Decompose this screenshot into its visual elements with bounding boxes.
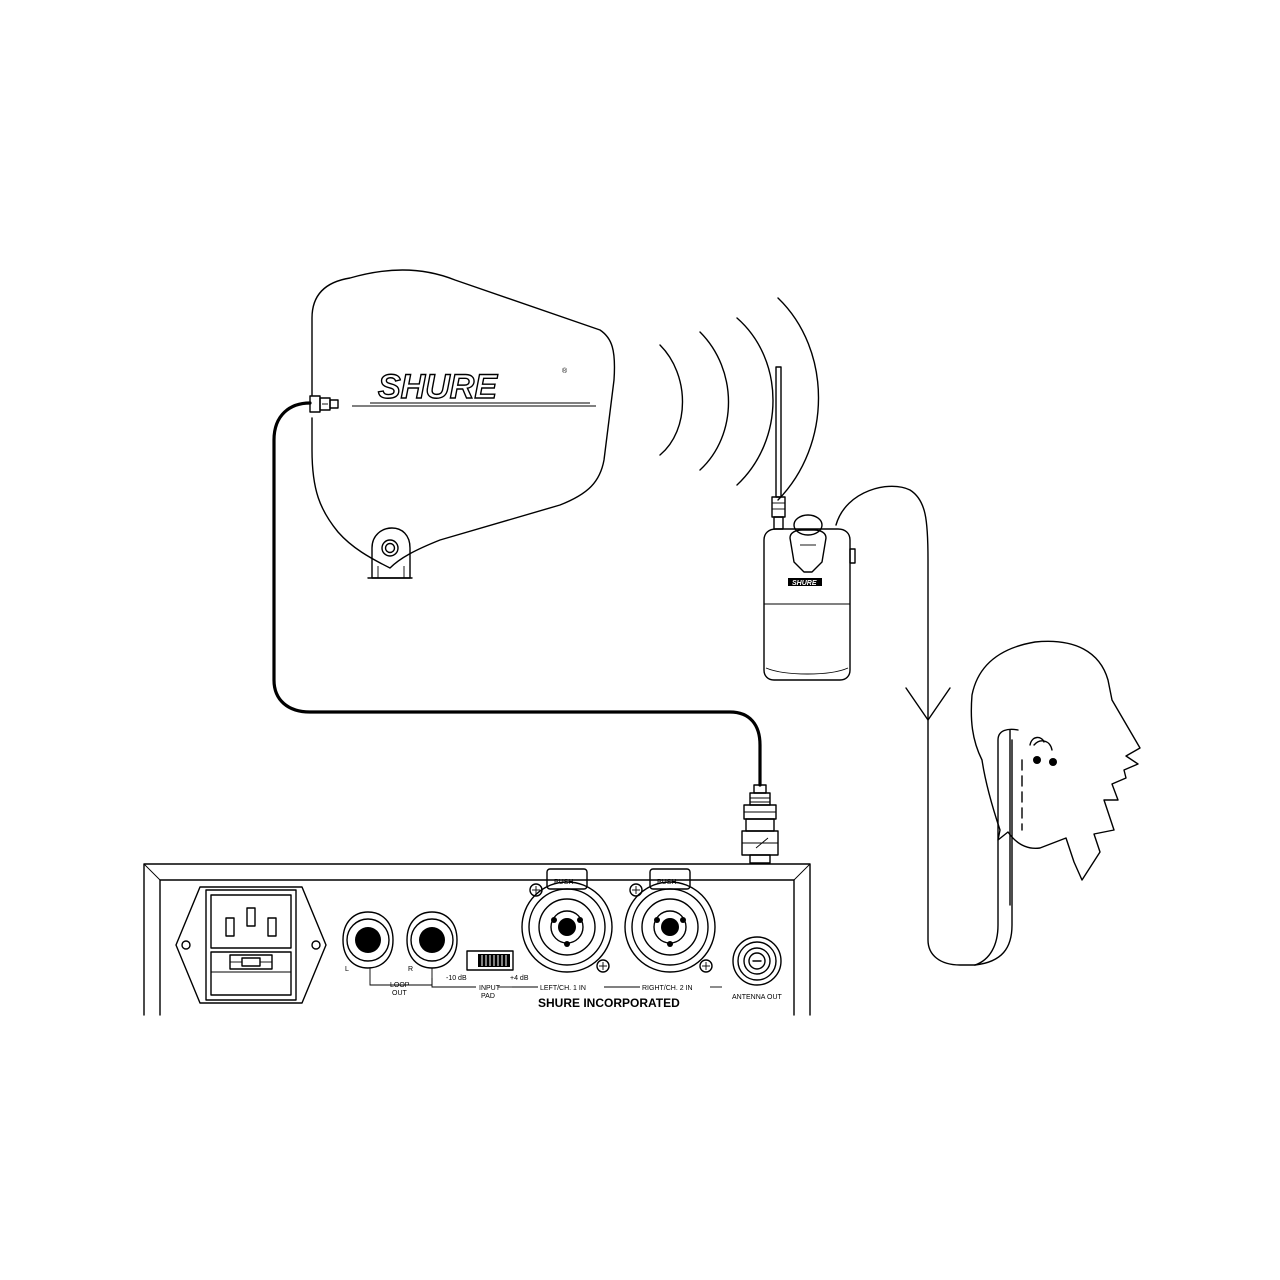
antenna-bnc-connector-icon — [309, 395, 339, 413]
earphone-cable — [835, 485, 1019, 966]
antenna-cable — [272, 401, 779, 864]
earphone-right-icon — [1049, 758, 1057, 766]
input-pad-label-1: INPUT — [479, 985, 501, 992]
registered-mark: ® — [562, 367, 568, 375]
pad-plus-label: +4 dB — [510, 975, 529, 982]
antenna-out-label: ANTENNA OUT — [732, 994, 783, 1001]
antenna-logo: SHURE — [378, 368, 498, 406]
antenna-body — [311, 269, 616, 569]
input-pad-label-2: PAD — [481, 993, 495, 1000]
bodypack-antenna — [775, 366, 782, 498]
transmitter-rear-panel: L R LOOP OUT -10 dB +4 dB INPUT PAD — [143, 863, 811, 1016]
chassis-inner — [159, 879, 795, 1016]
bodypack-body — [763, 528, 851, 681]
volume-knob-icon[interactable] — [793, 514, 823, 536]
listener-head-profile — [970, 640, 1141, 906]
bodypack-receiver: SHURE — [763, 366, 856, 681]
combo-input-jack-right-icon: PUSH — [624, 868, 716, 973]
bodypack-logo-badge — [788, 578, 822, 586]
jack-r-label: R — [408, 966, 413, 973]
loop-out-label-2: OUT — [392, 990, 408, 997]
loop-out-label-1: LOOP — [390, 982, 410, 989]
power-inlet-icon — [175, 886, 327, 1004]
jack-l-label: L — [345, 966, 349, 973]
left-input-label: LEFT/CH. 1 IN — [540, 985, 586, 992]
brand-label: SHURE INCORPORATED — [538, 996, 680, 1010]
paddle-antenna: SHURE ® — [309, 269, 616, 579]
earphone-left-icon — [1033, 756, 1041, 764]
pad-minus-label: -10 dB — [446, 975, 467, 982]
input-pad-switch[interactable] — [466, 950, 514, 971]
chassis-outer — [143, 863, 811, 1016]
antenna-mount-bracket-icon — [367, 527, 413, 579]
antenna-out-jack-icon — [732, 936, 782, 986]
rf-signal-waves — [659, 297, 820, 501]
loop-out-jack-l-icon — [342, 911, 394, 969]
loop-out-jack-r-icon — [406, 911, 458, 969]
bodypack-logo: SHURE — [792, 580, 817, 587]
cable-bnc-plug-icon — [741, 784, 779, 864]
combo-input-jack-left-icon: PUSH — [521, 868, 613, 973]
right-input-label: RIGHT/CH. 2 IN — [642, 985, 693, 992]
